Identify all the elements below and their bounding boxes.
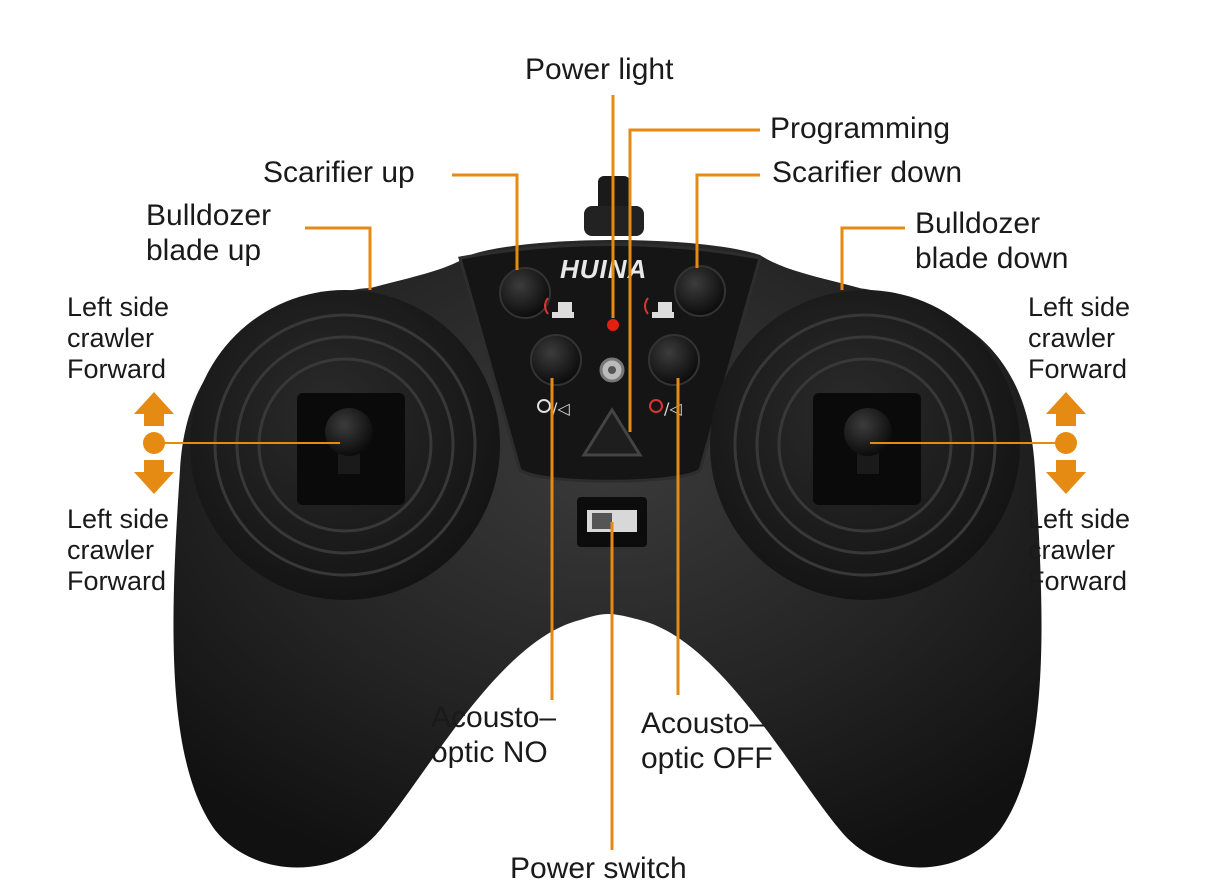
blade-up-icon (544, 297, 574, 318)
up-arrow-icon (134, 392, 174, 426)
programming-label: Programming (770, 112, 951, 145)
bulldozer-blade-up-line (305, 226, 372, 290)
left-direction-indicator (134, 392, 174, 494)
acousto-optic-off-button[interactable] (648, 334, 700, 386)
right-direction-indicator (1046, 392, 1086, 494)
pivot-dot-icon (1055, 432, 1077, 454)
left-bottom-crawler-label: Left side crawler Forward (67, 504, 170, 596)
power-switch-label: Power switch (510, 852, 687, 885)
scarifier-down-line (695, 173, 760, 268)
power-light-label: Power light (525, 53, 674, 86)
acousto-optic-on-button[interactable] (530, 334, 582, 386)
left-top-crawler-label: Left side crawler Forward (67, 292, 170, 384)
pivot-dot-icon (143, 432, 165, 454)
down-arrow-icon (134, 460, 174, 494)
blade-down-icon (644, 297, 674, 318)
scarifier-up-button[interactable] (499, 267, 551, 319)
right-bottom-crawler-label: Left side crawler Forward (1028, 504, 1131, 596)
light-sound-icon: /◁ (537, 399, 570, 418)
bulldozer-blade-down-line (840, 226, 905, 290)
brand-logo: HUINA (560, 254, 647, 284)
programming-line (628, 128, 760, 432)
svg-text:/◁: /◁ (552, 399, 570, 418)
power-light-led (607, 319, 619, 331)
scarifier-down-button[interactable] (674, 265, 726, 317)
up-arrow-icon (1046, 392, 1086, 426)
right-top-crawler-label: Left side crawler Forward (1028, 292, 1131, 384)
programming-button[interactable] (581, 407, 643, 457)
scarifier-up-line (452, 173, 519, 270)
acousto-optic-off-label: Acousto– optic OFF (641, 707, 773, 775)
down-arrow-icon (1046, 460, 1086, 494)
svg-text:/◁: /◁ (664, 399, 682, 418)
scarifier-up-label: Scarifier up (263, 156, 415, 189)
bulldozer-blade-down-label: Bulldozer blade down (915, 207, 1069, 275)
acousto-optic-on-label: Acousto– optic NO (431, 701, 557, 769)
leader-lines (154, 95, 1062, 850)
bulldozer-blade-up-label: Bulldozer blade up (146, 199, 272, 267)
scarifier-down-label: Scarifier down (772, 156, 963, 189)
